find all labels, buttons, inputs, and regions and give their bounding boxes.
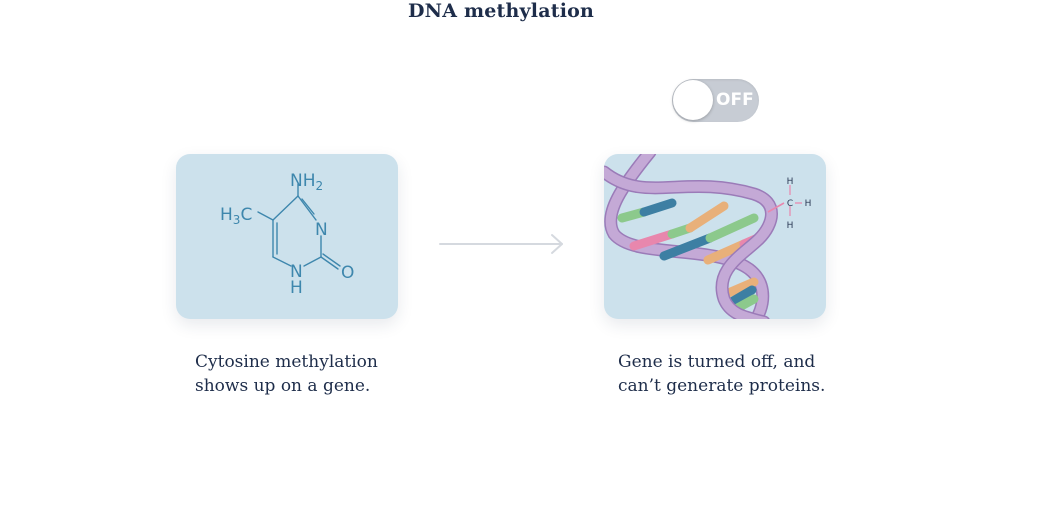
methyl-group-marker: H C H H [767, 177, 812, 231]
ring-nitrogen-label: N [315, 220, 328, 240]
toggle-state-label: OFF [716, 90, 754, 110]
methylation-toggle[interactable]: OFF [672, 79, 759, 122]
methyl-h-top: H [787, 177, 794, 187]
nh-nitrogen-label: N [290, 262, 303, 282]
cytosine-structure-card: NH2 H3C N N H O [176, 154, 398, 319]
methyl-h-right: H [805, 199, 812, 209]
methyl-h-bottom: H [787, 221, 794, 231]
right-caption-line2: can’t generate proteins. [618, 376, 826, 396]
diagram-title: DNA methylation [407, 0, 595, 22]
methyl-carbon: C [787, 199, 793, 209]
methylcytosine-molecule: NH2 H3C N N H O [220, 171, 354, 298]
toggle-knob[interactable] [673, 80, 713, 120]
dna-helix-illustration: H C H H [604, 154, 812, 319]
amine-label: NH2 [290, 171, 323, 193]
methyl-label: H3C [220, 205, 252, 227]
right-caption-line1: Gene is turned off, and [618, 352, 816, 372]
left-caption: Cytosine methylation shows up on a gene. [195, 350, 378, 398]
left-caption-line2: shows up on a gene. [195, 376, 371, 396]
carbonyl-oxygen-label: O [341, 263, 354, 283]
right-caption: Gene is turned off, and can’t generate p… [618, 350, 825, 398]
dna-helix-card: H C H H [604, 154, 826, 319]
nh-hydrogen-label: H [290, 278, 303, 298]
right-arrow-icon [439, 234, 563, 254]
left-caption-line1: Cytosine methylation [195, 352, 378, 372]
